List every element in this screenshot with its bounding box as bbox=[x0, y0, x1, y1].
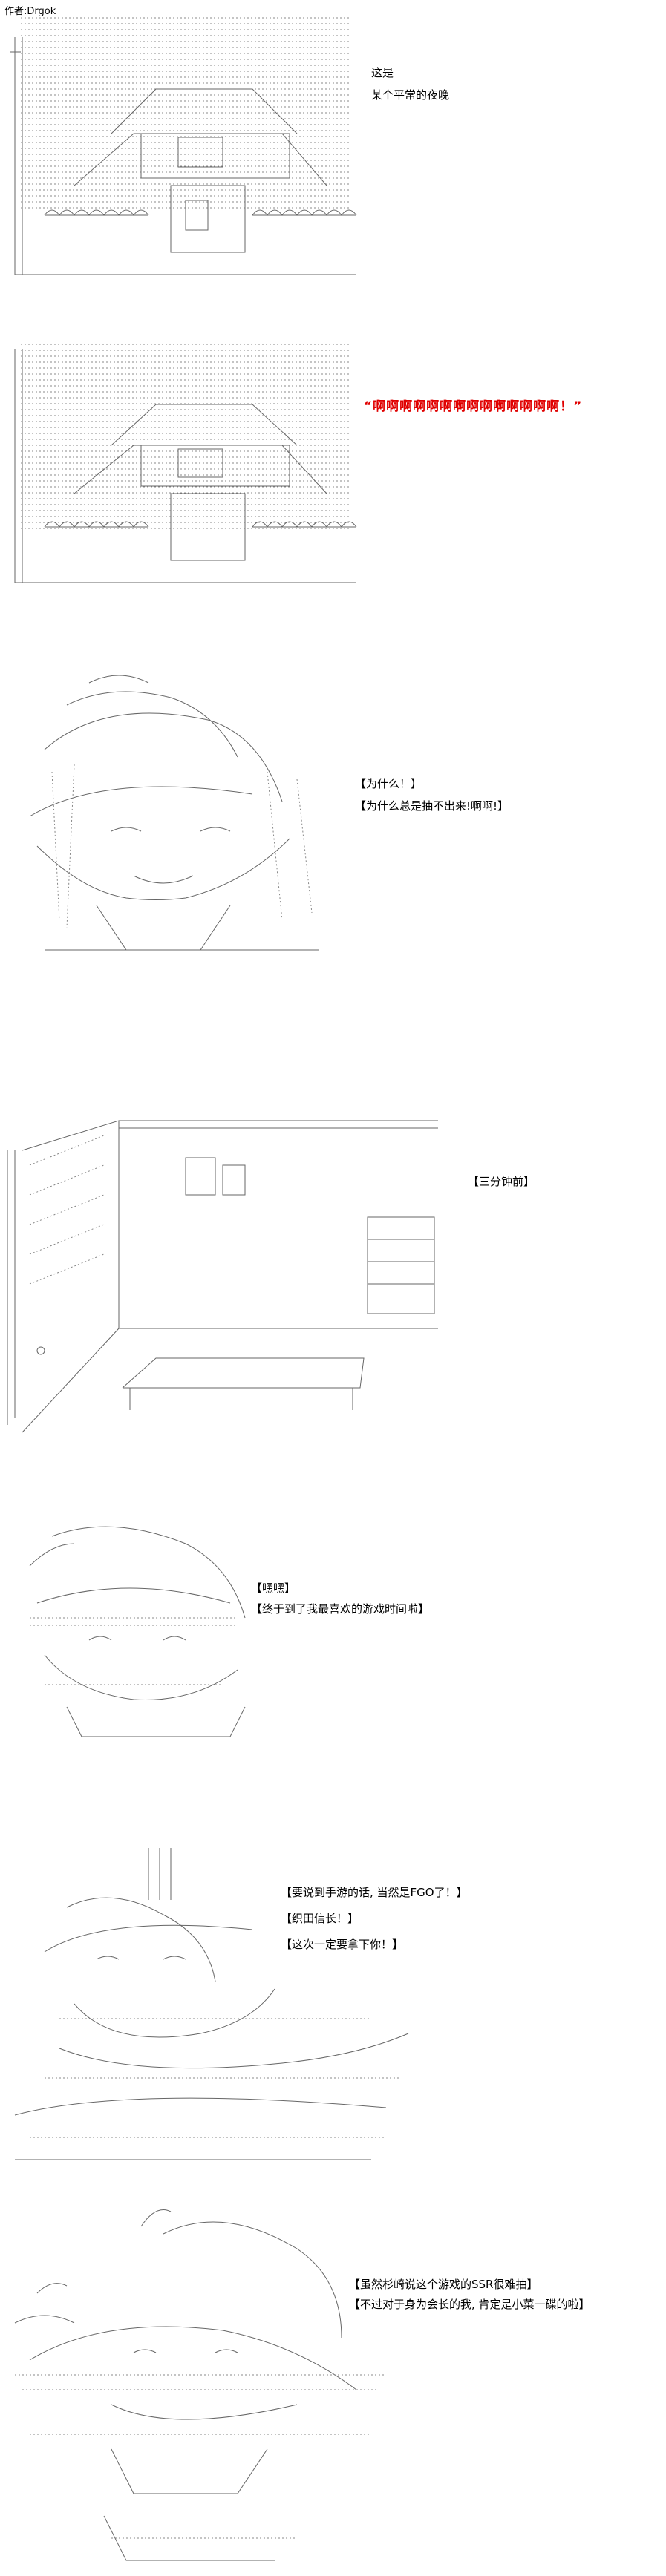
panel-2: “啊啊啊啊啊啊啊啊啊啊啊啊啊啊！” bbox=[0, 327, 666, 609]
panel-4: 【三分钟前】 bbox=[0, 1106, 666, 1447]
dialogue-1: 【要说到手游的话, 当然是FGO了！】 bbox=[281, 1886, 468, 1899]
dialogue-2: 【不过对于身为会长的我, 肯定是小菜一碟的啦】 bbox=[349, 2298, 590, 2311]
panel-3: 【为什么！】 【为什么总是抽不出来!啊啊!】 bbox=[0, 661, 666, 987]
panel-5: 【嘿嘿】 【终于到了我最喜欢的游戏时间啦】 bbox=[0, 1514, 666, 1751]
author-credit: 作者:Drgok bbox=[4, 6, 56, 17]
character-art bbox=[14, 1848, 409, 2160]
panel-6: 【要说到手游的话, 当然是FGO了！】 【织田信长！】 【这次一定要拿下你！】 bbox=[0, 1841, 666, 2182]
dialogue-1: 【虽然杉崎说这个游戏的SSR很难抽】 bbox=[349, 2278, 538, 2291]
dialogue-2: 【织田信长！】 bbox=[281, 1912, 359, 1925]
narration-1: 这是 bbox=[371, 66, 394, 79]
time-caption: 【三分钟前】 bbox=[468, 1175, 535, 1188]
character-art bbox=[29, 1526, 246, 1737]
character-art bbox=[14, 2209, 386, 2561]
dialogue-1: 【嘿嘿】 bbox=[251, 1582, 296, 1595]
dialogue-2: 【终于到了我最喜欢的游戏时间啦】 bbox=[251, 1602, 430, 1616]
dialogue-2: 【为什么总是抽不出来!啊啊!】 bbox=[355, 799, 509, 813]
scream-text: “啊啊啊啊啊啊啊啊啊啊啊啊啊啊！” bbox=[364, 399, 583, 414]
dialogue-3: 【这次一定要拿下你！】 bbox=[281, 1938, 404, 1951]
panel-7: 【虽然杉崎说这个游戏的SSR很难抽】 【不过对于身为会长的我, 肯定是小菜一碟的… bbox=[0, 2182, 666, 2568]
character-art bbox=[29, 675, 319, 951]
room-art bbox=[7, 1120, 438, 1433]
panel-1: 这是 某个平常的夜晚 bbox=[0, 0, 666, 282]
narration-2: 某个平常的夜晚 bbox=[371, 88, 450, 102]
house-art bbox=[14, 344, 357, 583]
dialogue-1: 【为什么！】 bbox=[355, 777, 422, 790]
house-art bbox=[10, 17, 357, 275]
